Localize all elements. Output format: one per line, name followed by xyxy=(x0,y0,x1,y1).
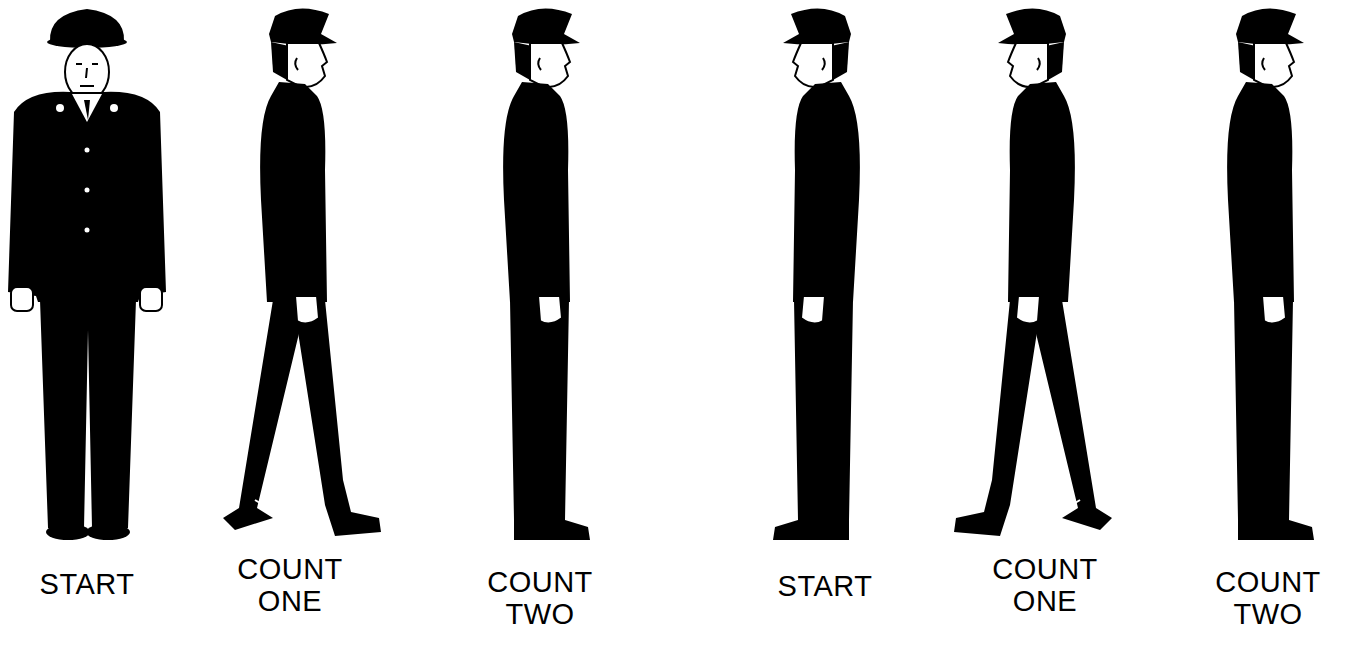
step-label: COUNT TWO xyxy=(475,566,605,631)
side-figure-step xyxy=(954,8,1112,536)
step-label: COUNT TWO xyxy=(1203,566,1333,631)
step-label: START xyxy=(22,568,152,600)
step-label: START xyxy=(760,570,890,602)
front-figure xyxy=(8,9,166,540)
step-label: COUNT ONE xyxy=(980,553,1110,618)
side-figure-step xyxy=(223,8,381,536)
side-figure-stand xyxy=(503,8,590,540)
side-figure-stand xyxy=(773,8,860,540)
step-label: COUNT ONE xyxy=(225,553,355,618)
side-figure-stand xyxy=(1227,8,1314,540)
